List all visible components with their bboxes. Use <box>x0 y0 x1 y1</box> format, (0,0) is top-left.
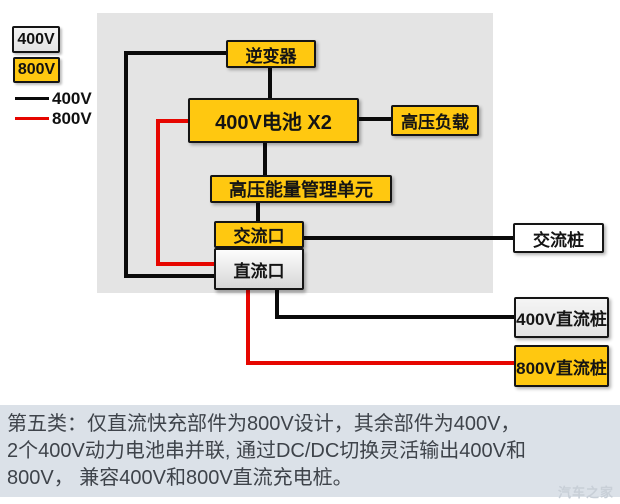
wire-800v-dcport-down <box>246 288 250 365</box>
wire-400v-inverter-left <box>124 51 228 55</box>
wire-800v-to-dc800-pile <box>246 361 516 365</box>
node-inverter: 逆变器 <box>226 40 316 68</box>
wire-400v-dcport-down <box>275 288 279 319</box>
node-dc-port: 直流口 <box>214 248 304 290</box>
wire-800v-to-dc-port <box>156 262 216 266</box>
node-battery-400v-x2: 400V电池 X2 <box>188 98 359 143</box>
legend-400v-line-swatch <box>15 97 49 100</box>
wire-800v-left-vertical <box>156 119 160 266</box>
legend-400v-box: 400V <box>12 26 60 53</box>
wire-400v-acport-acpile <box>302 236 514 240</box>
node-hv-load: 高压负载 <box>391 105 479 136</box>
legend-800v-line-swatch <box>15 117 49 120</box>
legend-800v-line-label: 800V <box>52 109 92 128</box>
autohome-watermark: 汽车之家 <box>558 485 615 500</box>
node-dc-pile-400v: 400V直流桩 <box>514 297 609 338</box>
node-ac-port: 交流口 <box>214 221 304 248</box>
wire-400v-battery-hvload <box>358 117 393 121</box>
wire-400v-hvenergy-acport <box>256 201 260 223</box>
caption-line-2: 2个400V动力电池串并联, 通过DC/DC切换灵活输出400V和 <box>7 440 526 462</box>
wire-400v-battery-hvenergy <box>263 141 267 177</box>
node-dc-pile-800v: 800V直流桩 <box>514 345 609 387</box>
legend-400v-line-label: 400V <box>52 89 92 108</box>
node-ac-charging-pile: 交流桩 <box>513 223 604 253</box>
wire-400v-to-dc400-pile <box>275 315 516 319</box>
caption-panel: 第五类：仅直流快充部件为800V设计，其余部件为400V， 2个400V动力电池… <box>0 405 620 497</box>
caption-line-1: 第五类：仅直流快充部件为800V设计，其余部件为400V， <box>7 413 521 435</box>
legend-800v-box: 800V <box>13 57 60 83</box>
wire-800v-battery-left <box>156 119 190 123</box>
wire-400v-left-vertical <box>124 51 128 278</box>
caption-line-3: 800V， 兼容400V和800V直流充电桩。 <box>7 467 353 489</box>
wire-400v-to-dc-port <box>124 274 216 278</box>
node-hv-energy-management: 高压能量管理单元 <box>210 175 392 203</box>
wire-400v-inverter-battery <box>268 66 272 100</box>
